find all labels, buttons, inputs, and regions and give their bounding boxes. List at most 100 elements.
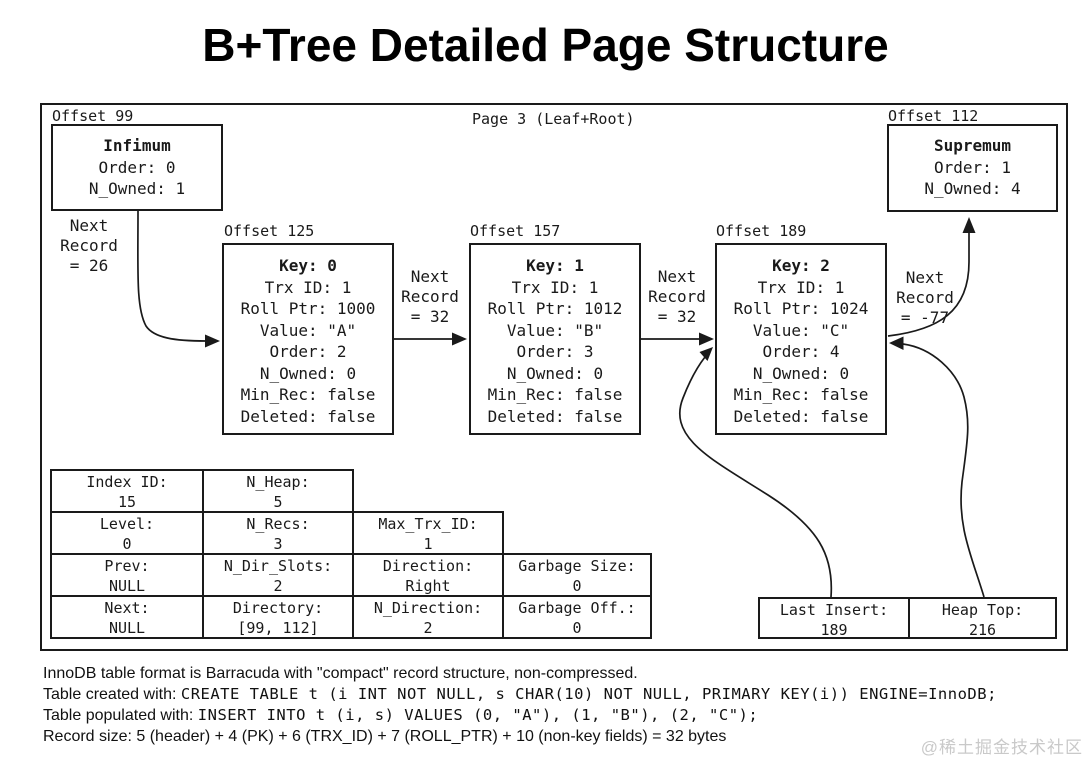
header-cell-direction: Direction: Right	[352, 553, 504, 597]
note-line-2-prefix: Table created with:	[43, 686, 181, 703]
note-line-3-sql: INSERT INTO t (i, s) VALUES (0, "A"), (1…	[197, 706, 759, 724]
note-line-3-prefix: Table populated with:	[43, 707, 198, 724]
record-box-key-1: Key: 1 Trx ID: 1 Roll Ptr: 1012 Value: "…	[469, 243, 641, 435]
cell-value: Right	[405, 577, 451, 595]
cell-label: N_Dir_Slots:	[223, 557, 333, 575]
record-field: Min_Rec: false	[487, 385, 623, 404]
record-field: Roll Ptr: 1012	[487, 299, 623, 318]
cell-label: Next:	[104, 599, 150, 617]
supremum-title: Supremum	[933, 136, 1012, 155]
offset-112-label: Offset 112	[888, 107, 979, 125]
cell-value: 189	[820, 621, 848, 639]
header-cell-garbage-size: Garbage Size: 0	[502, 553, 652, 597]
next-record-label-26: Next Record = 26	[54, 216, 124, 276]
supremum-record-box: Supremum Order: 1 N_Owned: 4	[887, 124, 1058, 212]
infimum-order: Order: 0	[98, 157, 176, 177]
cell-label: Last Insert:	[779, 601, 889, 619]
cell-value: 3	[273, 535, 283, 553]
offset-125-label: Offset 125	[224, 222, 315, 240]
cell-label: Prev:	[104, 557, 150, 575]
record-title: Key: 2	[772, 256, 830, 275]
watermark: @稀土掘金技术社区	[920, 738, 1083, 757]
record-field: Min_Rec: false	[240, 385, 376, 404]
record-field: Deleted: false	[487, 406, 623, 426]
cell-value: NULL	[108, 619, 146, 637]
record-box-key-2: Key: 2 Trx ID: 1 Roll Ptr: 1024 Value: "…	[715, 243, 887, 435]
cell-value: 2	[273, 577, 283, 595]
cell-value: 216	[968, 621, 997, 639]
record-field: Trx ID: 1	[511, 277, 599, 297]
cell-label: Direction:	[382, 557, 474, 575]
record-field: Value: "A"	[259, 320, 357, 340]
infimum-n-owned: N_Owned: 1	[88, 179, 186, 198]
page-3-label: Page 3 (Leaf+Root)	[472, 110, 635, 128]
record-field: N_Owned: 0	[752, 363, 850, 383]
next-record-line: Record	[60, 236, 118, 255]
next-record-line: Next	[905, 268, 945, 287]
header-cell-n-heap: N_Heap: 5	[202, 469, 354, 513]
header-cell-directory: Directory: [99, 112]	[202, 595, 354, 639]
cell-label: Level:	[99, 515, 155, 533]
heap-top-box: Heap Top: 216	[908, 597, 1057, 639]
record-field: Value: "C"	[752, 320, 850, 340]
offset-157-label: Offset 157	[470, 222, 561, 240]
record-title: Key: 1	[526, 256, 584, 275]
next-record-line: = 32	[657, 307, 697, 326]
cell-label: Max_Trx_ID:	[378, 515, 478, 533]
record-box-key-0: Key: 0 Trx ID: 1 Roll Ptr: 1000 Value: "…	[222, 243, 394, 435]
next-record-label-32a: Next Record = 32	[395, 267, 465, 327]
next-record-line: Record	[896, 288, 954, 307]
cell-value: 15	[117, 493, 137, 511]
supremum-order: Order: 1	[933, 157, 1012, 177]
footnotes: InnoDB table format is Barracuda with "c…	[43, 663, 997, 747]
offset-189-label: Offset 189	[716, 222, 807, 240]
cell-value: 1	[423, 535, 433, 553]
infimum-record-box: Infimum Order: 0 N_Owned: 1	[51, 124, 223, 211]
header-cell-index-id: Index ID: 15	[50, 469, 204, 513]
cell-label: Directory:	[232, 599, 324, 617]
page-title: B+Tree Detailed Page Structure	[202, 19, 889, 71]
header-cell-max-trx-id: Max_Trx_ID: 1	[352, 511, 504, 555]
next-record-line: Record	[401, 287, 459, 306]
cell-label: Index ID:	[86, 473, 168, 491]
page-boundary-box	[40, 103, 1068, 651]
record-field: Deleted: false	[733, 406, 869, 426]
next-record-line: = -77	[900, 308, 950, 327]
record-field: Deleted: false	[240, 406, 376, 426]
offset-99-label: Offset 99	[52, 107, 134, 125]
cell-label: N_Recs:	[246, 515, 310, 533]
record-field: Order: 4	[762, 342, 840, 361]
note-line-4: Record size: 5 (header) + 4 (PK) + 6 (TR…	[43, 728, 727, 745]
cell-value: 0	[122, 535, 132, 553]
cell-label: Heap Top:	[941, 601, 1024, 619]
next-record-label-neg77: Next Record = -77	[890, 268, 960, 328]
next-record-line: = 32	[410, 307, 450, 326]
next-record-line: Record	[648, 287, 706, 306]
cell-value: NULL	[108, 577, 146, 595]
header-cell-next: Next: NULL	[50, 595, 204, 639]
record-field: N_Owned: 0	[506, 363, 604, 383]
cell-value: [99, 112]	[237, 619, 319, 637]
note-line-2-sql: CREATE TABLE t (i INT NOT NULL, s CHAR(1…	[180, 685, 997, 703]
cell-label: N_Heap:	[246, 473, 310, 491]
supremum-n-owned: N_Owned: 4	[924, 179, 1021, 198]
cell-value: 5	[273, 493, 283, 511]
header-cell-n-recs: N_Recs: 3	[202, 511, 354, 555]
record-field: Value: "B"	[506, 320, 604, 340]
next-record-line: Next	[69, 216, 109, 235]
header-cell-level: Level: 0	[50, 511, 204, 555]
note-line-1: InnoDB table format is Barracuda with "c…	[43, 665, 638, 682]
header-cell-prev: Prev: NULL	[50, 553, 204, 597]
record-title: Key: 0	[279, 256, 337, 275]
cell-value: 0	[572, 577, 582, 595]
header-cell-garbage-off: Garbage Off.: 0	[502, 595, 652, 639]
record-field: Min_Rec: false	[733, 385, 869, 404]
header-cell-n-dir-slots: N_Dir_Slots: 2	[202, 553, 354, 597]
cell-label: Garbage Size:	[518, 557, 636, 575]
next-record-line: Next	[410, 267, 450, 286]
header-cell-n-direction: N_Direction: 2	[352, 595, 504, 639]
cell-value: 2	[423, 619, 433, 637]
next-record-label-32b: Next Record = 32	[642, 267, 712, 327]
record-field: Order: 2	[269, 342, 347, 361]
